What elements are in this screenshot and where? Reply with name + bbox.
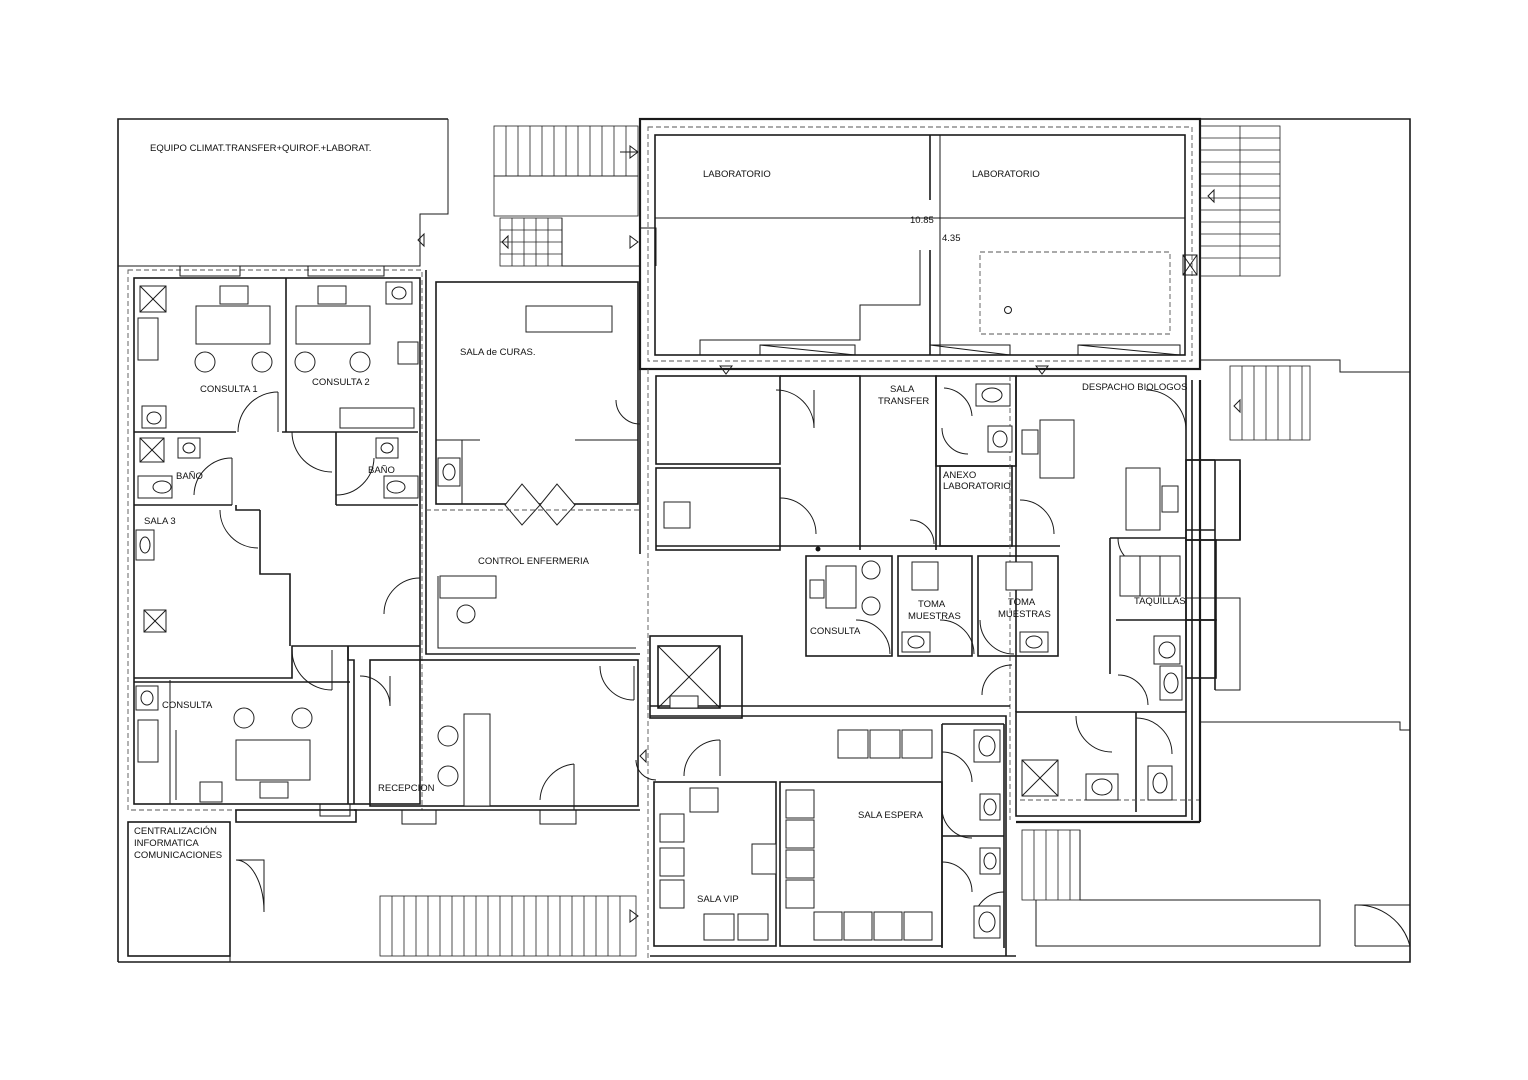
left-clinic-walls [127, 265, 423, 811]
label-toma-1a: TOMA [918, 599, 946, 610]
stairs-bottom [379, 829, 1411, 957]
room-labels: EQUIPO CLIMAT.TRANSFER+QUIROF.+LABORAT. … [134, 143, 1187, 905]
furniture [194, 285, 1179, 941]
centralizacion-room [127, 803, 357, 957]
laboratory-block [638, 117, 1202, 371]
label-taquillas: TAQUILLAS [1134, 596, 1186, 607]
label-despacho-biologos: DESPACHO BIOLOGOS [1082, 382, 1187, 393]
label-dim-length: 10.85 [910, 215, 934, 226]
label-recepcion: RECEPCION [378, 783, 435, 794]
doors [193, 387, 1187, 923]
label-laboratorio-1: LABORATORIO [703, 169, 771, 180]
label-central-3: COMUNICACIONES [134, 850, 222, 861]
label-consulta-2: CONSULTA 2 [312, 377, 370, 388]
label-laboratorio-2: LABORATORIO [972, 169, 1040, 180]
label-central-2: INFORMATICA [134, 838, 199, 849]
label-consulta-small: CONSULTA [810, 626, 861, 637]
label-toma-2b: MUESTRAS [998, 609, 1051, 620]
stairs-right [1186, 125, 1410, 731]
label-anexo-1: ANEXO [943, 470, 976, 481]
label-consulta-1: CONSULTA 1 [200, 384, 258, 395]
central-rooms [347, 270, 640, 825]
label-consulta-bottom: CONSULTA [162, 700, 213, 711]
label-central-1: CENTRALIZACIÓN [134, 826, 217, 837]
arrows [417, 145, 1241, 923]
fixtures [135, 281, 1183, 939]
label-bano-1: BAÑO [176, 471, 203, 482]
label-sala-transfer-2: TRANSFER [878, 396, 929, 407]
label-toma-1b: MUESTRAS [908, 611, 961, 622]
label-sala-transfer-1: SALA [890, 384, 915, 395]
stairs-top [493, 125, 657, 267]
label-sala-3: SALA 3 [144, 516, 176, 527]
label-sala-espera: SALA ESPERA [858, 810, 924, 821]
label-control-enfermeria: CONTROL ENFERMERIA [478, 556, 590, 567]
label-toma-2a: TOMA [1008, 597, 1036, 608]
label-bano-2: BAÑO [368, 465, 395, 476]
label-dim-width: 4.35 [942, 233, 961, 244]
label-sala-curas: SALA de CURAS. [460, 347, 536, 358]
label-anexo-2: LABORATORIO [943, 481, 1011, 492]
label-equipo: EQUIPO CLIMAT.TRANSFER+QUIROF.+LABORAT. [150, 143, 371, 154]
right-central-walls [639, 369, 1241, 960]
label-sala-vip: SALA VIP [697, 894, 739, 905]
